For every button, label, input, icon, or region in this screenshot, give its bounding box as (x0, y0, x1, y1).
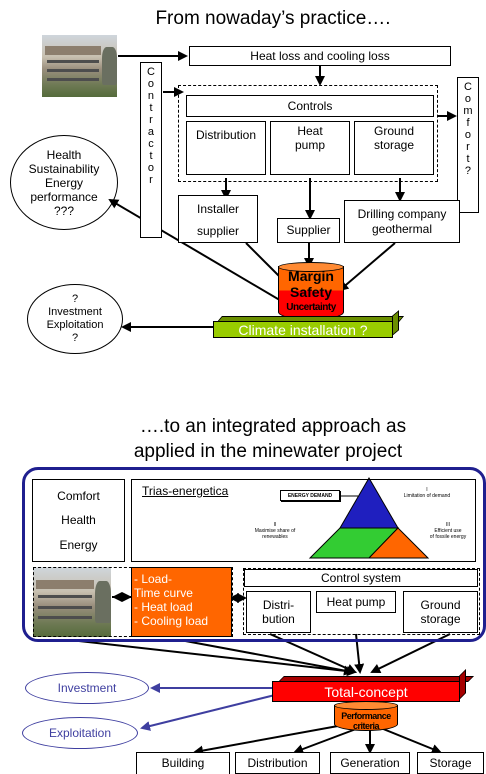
trias-label: Trias-energetica (142, 484, 229, 498)
heat-loss-box: Heat loss and cooling loss (189, 46, 451, 66)
arrow-building-total (69, 639, 357, 677)
energy-demand-box: ENERGY DEMAND (280, 490, 340, 501)
drilling-box: Drilling company geothermal (344, 200, 460, 243)
comfort-health-energy-box: Comfort Health Energy (32, 479, 125, 562)
trias-level-3: III Efficient use of fossile energy (429, 522, 467, 540)
integrated-frame (22, 467, 486, 642)
health-circle-label: Health Sustainability Energy performance… (28, 147, 100, 218)
building-photo-bottom (33, 567, 111, 637)
ground-storage-box-bottom: Ground storage (403, 591, 478, 633)
performance-criteria-label: Performance criteria (341, 711, 391, 731)
energy-label-bottom: Energy (59, 537, 98, 552)
comfort-label-bottom: Comfort (57, 488, 100, 503)
generation-box: Generation (330, 752, 410, 774)
installer-supplier-label: supplier (196, 223, 240, 238)
arrow-criteria-building (193, 721, 361, 756)
supplier-box: Supplier (277, 218, 340, 243)
top-title: From nowaday’s practice…. (155, 8, 391, 29)
heat-pump-box-bottom: Heat pump (316, 591, 396, 613)
comfort-box: C o m f o r t ? (457, 77, 479, 213)
trias-pyramid (308, 477, 430, 559)
investment-circle: ? Investment Exploitation ? (27, 284, 123, 354)
installer-box: Installer supplier (178, 195, 258, 243)
load-time-box: - Load- Time curve - Heat load - Cooling… (131, 567, 232, 637)
bottom-title-line2: applied in the minewater project (133, 441, 403, 462)
ground-storage-box: Ground storage (354, 121, 434, 175)
contractor-box: C o n t r a c t o r (140, 62, 162, 238)
trias-level-1: I Limitation of demand (403, 487, 451, 499)
controls-box: Controls (186, 95, 434, 117)
margin-cylinder: Margin Safety Uncertainty (278, 262, 344, 320)
bottom-title-line1: ….to an integrated approach as (139, 416, 407, 437)
arrow-orange-total (179, 639, 354, 676)
bottom-blue-connectors (140, 683, 276, 731)
control-system-box: Control system (244, 569, 478, 587)
climate-installation-bar: Climate installation ? (213, 310, 405, 338)
controls-group (178, 85, 438, 182)
safety-label: Safety (289, 284, 333, 300)
exploitation-oval: Exploitation (22, 717, 138, 749)
performance-cylinder: Performance criteria (334, 701, 398, 731)
arrow-drilling-margin (338, 242, 396, 292)
control-system-group (243, 568, 480, 635)
climate-installation-label: Climate installation ? (213, 321, 393, 338)
health-label-bottom: Health (61, 513, 96, 528)
building-box: Building (136, 752, 230, 774)
arrow-criteria-storage (375, 725, 442, 754)
total-concept-label: Total-concept (272, 681, 460, 702)
investment-oval: Investment (25, 672, 149, 704)
distribution-box-bottom: Distribution (235, 752, 320, 774)
heat-pump-box: Heat pump (270, 121, 350, 175)
arrow-total-exploitation (140, 694, 276, 731)
trias-box: Trias-energetica (131, 479, 476, 562)
contractor-label: C o n t r a c t o r (147, 66, 155, 186)
storage-box: Storage (417, 752, 484, 774)
comfort-label: C o m f o r t ? (463, 81, 473, 177)
installer-label: Installer (196, 202, 240, 216)
margin-label: Margin (288, 268, 334, 284)
health-circle: Health Sustainability Energy performance… (10, 135, 118, 230)
investment-circle-label: ? Investment Exploitation ? (46, 293, 104, 344)
trias-level-2: II Maximise share of renewables (254, 522, 296, 540)
uncertainty-label: Uncertainty (286, 302, 336, 313)
total-concept-bar: Total-concept (272, 669, 474, 704)
distribution-box: Distribution (186, 121, 266, 175)
distri-bution-box: Distri- bution (246, 591, 311, 633)
building-photo-top (42, 35, 117, 97)
